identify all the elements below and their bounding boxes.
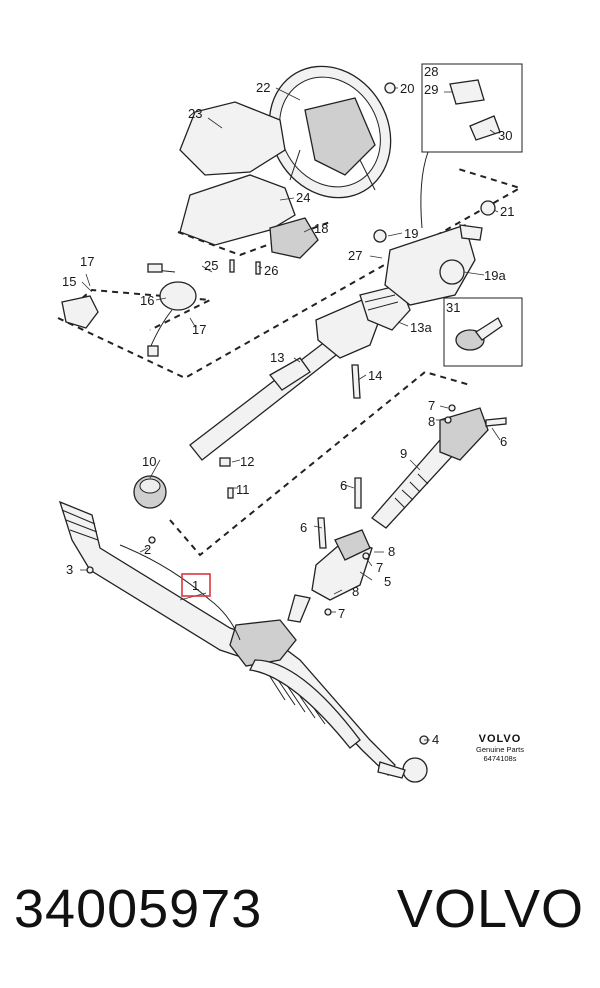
footer-caption: 34005973 VOLVO [0,830,600,988]
brand-logo-text: VOLVO [478,733,522,745]
callout-7-bottom: 7 [338,606,345,621]
callout-8-bottom: 8 [352,584,359,599]
callout-15: 15 [62,274,76,289]
steering-column [189,82,496,461]
callout-19a: 19a [484,268,506,283]
steering-wheel [268,65,392,199]
genuine-parts-label: Genuine Parts [476,745,524,754]
highlight-box-part-1 [181,573,211,597]
callout-1: 1 [192,578,199,593]
callout-24: 24 [296,190,310,205]
callout-17-top: 17 [80,254,94,269]
callout-19: 19 [404,226,418,241]
callout-12: 12 [240,454,254,469]
callout-21: 21 [500,204,514,219]
callout-11: 11 [236,482,250,497]
callout-13: 13 [270,350,284,365]
callout-31: 31 [446,300,460,315]
callout-25: 25 [204,258,218,273]
dashed-outline-lower-group [169,370,471,557]
column-covers [179,101,319,259]
callout-4: 4 [432,732,439,747]
leader-lines [80,87,501,741]
callout-8-mid: 8 [388,544,395,559]
dashed-outline-column-group [57,167,523,380]
callout-10: 10 [142,454,156,469]
inset-box-sensor [420,63,523,229]
callout-23: 23 [188,106,202,121]
column-switch-parts [61,263,197,357]
callout-6-top: 6 [340,478,347,493]
part-number: 34005973 [14,879,263,939]
callout-6-right: 6 [500,434,507,449]
rubber-bushing [133,475,167,509]
callout-27: 27 [348,248,362,263]
genuine-parts-block: VOLVO Genuine Parts 6474108s [460,733,540,763]
callout-14: 14 [368,368,382,383]
callout-29: 29 [424,82,438,97]
callout-8-top: 8 [428,414,435,429]
callout-9: 9 [400,446,407,461]
callout-28: 28 [424,64,438,79]
steering-rack [58,500,428,783]
callout-30: 30 [498,128,512,143]
callout-3: 3 [66,562,73,577]
callout-13a: 13a [410,320,432,335]
callout-7-top: 7 [428,398,435,413]
callout-5: 5 [384,574,391,589]
callout-20: 20 [400,81,414,96]
steering-parts-diagram: 1 2 3 4 5 6 6 6 7 7 7 8 8 8 9 10 11 12 1… [57,63,523,783]
diagram-reference: 6474108s [483,754,517,763]
callout-22: 22 [256,80,270,95]
callout-18: 18 [314,221,328,236]
callout-16: 16 [140,293,154,308]
intermediate-shaft [311,407,507,601]
callout-7-mid: 7 [376,560,383,575]
callout-2: 2 [144,542,151,557]
callout-17-bottom: 17 [192,322,206,337]
dashed-outline-housing-group [177,221,331,257]
callout-26: 26 [264,263,278,278]
callout-6-left: 6 [300,520,307,535]
inset-box-joint [443,297,523,367]
brand-name: VOLVO [396,879,584,939]
fasteners [86,259,456,745]
